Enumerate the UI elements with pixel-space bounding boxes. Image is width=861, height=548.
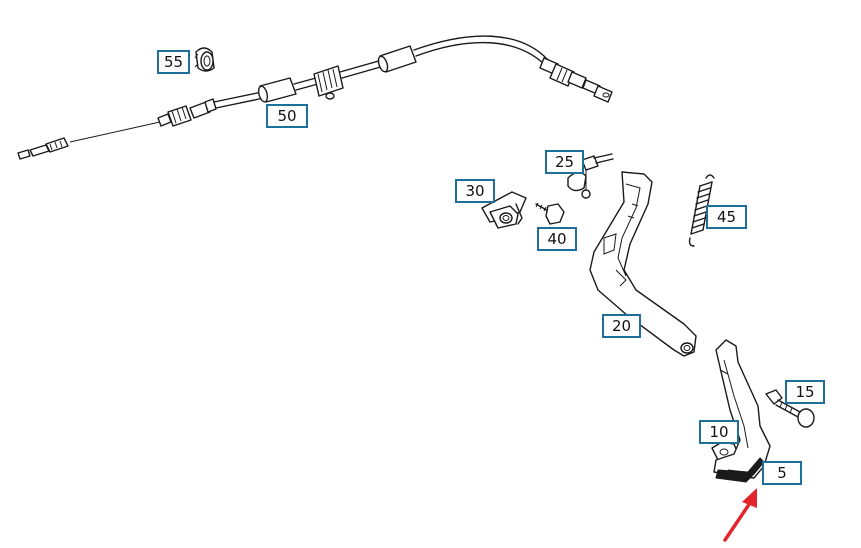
callout-55: 55 (157, 50, 190, 74)
highlight-arrow (723, 488, 757, 542)
callout-15: 15 (785, 380, 825, 404)
part-50-accelerator-cable (17, 35, 613, 160)
part-40-screw (535, 202, 565, 225)
part-15-clip (765, 389, 815, 428)
callout-10: 10 (699, 420, 739, 444)
callout-40: 40 (537, 227, 577, 251)
callout-5: 5 (762, 461, 802, 485)
part-20-pedal-lever (589, 171, 697, 357)
callout-50: 50 (266, 104, 308, 128)
part-55-grommet (194, 47, 215, 72)
callout-20: 20 (602, 314, 641, 338)
callout-25: 25 (545, 150, 584, 174)
callout-45: 45 (706, 205, 747, 229)
part-5-pedal-pad (713, 339, 771, 483)
callout-30: 30 (455, 179, 495, 203)
part-30-bracket (481, 191, 527, 229)
part-25-bolt (567, 153, 614, 199)
